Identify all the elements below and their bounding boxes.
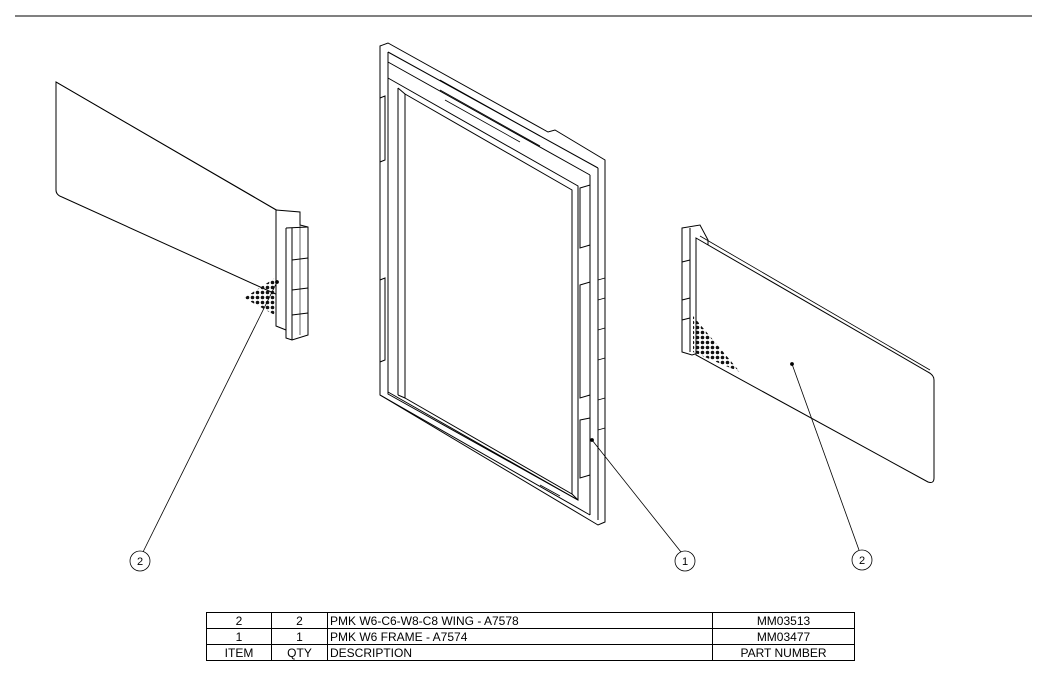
part-number-cell: MM03513: [712, 612, 855, 629]
center-frame: [379, 42, 606, 526]
description-header: DESCRIPTION: [327, 644, 713, 661]
table-row: 1 1 PMK W6 FRAME - A7574 MM03477: [206, 628, 855, 645]
item-cell: 1: [206, 628, 272, 645]
description-cell: PMK W6 FRAME - A7574: [327, 628, 713, 645]
right-wing-panel: [681, 224, 935, 483]
balloon-left: 2: [129, 550, 151, 572]
table-row: 2 2 PMK W6-C6-W8-C8 WING - A7578 MM03513: [206, 612, 855, 629]
qty-cell: 2: [271, 612, 328, 629]
balloon-left-label: 2: [137, 556, 143, 568]
balloon-center: 1: [674, 550, 696, 572]
item-header: ITEM: [206, 644, 272, 661]
qty-header: QTY: [271, 644, 328, 661]
left-wing-panel: [55, 81, 309, 341]
balloon-right: 2: [851, 549, 873, 571]
balloon-right-label: 2: [859, 555, 865, 567]
table-header-row: ITEM QTY DESCRIPTION PART NUMBER: [206, 644, 855, 661]
bill-of-materials: 2 2 PMK W6-C6-W8-C8 WING - A7578 MM03513…: [206, 612, 855, 661]
leader-lines: [142, 280, 860, 553]
item-cell: 2: [206, 612, 272, 629]
part-number-cell: MM03477: [712, 628, 855, 645]
description-cell: PMK W6-C6-W8-C8 WING - A7578: [327, 612, 713, 629]
part-number-header: PART NUMBER: [712, 644, 855, 661]
balloon-center-label: 1: [682, 556, 688, 568]
qty-cell: 1: [271, 628, 328, 645]
